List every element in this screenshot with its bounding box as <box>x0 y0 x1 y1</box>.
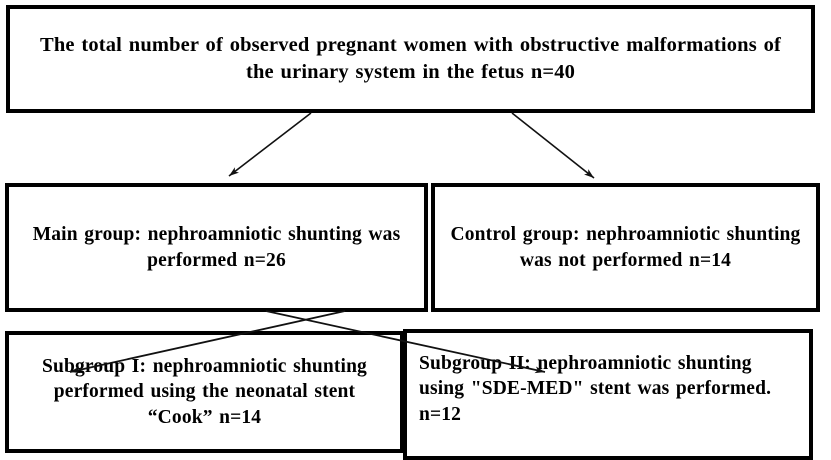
node-control-group: Control group: nephroamniotic shunting w… <box>431 183 820 312</box>
node-main-group: Main group: nephroamniotic shunting was … <box>5 183 428 312</box>
node-main-group-label: Main group: nephroamniotic shunting was … <box>32 224 401 271</box>
node-total-observed: The total number of observed pregnant wo… <box>6 5 815 113</box>
node-subgroup-one: Subgroup I: nephroamniotic shunting perf… <box>5 331 404 453</box>
edge-total-to-control-group <box>511 112 595 179</box>
node-total-label: The total number of observed pregnant wo… <box>40 34 781 83</box>
node-subgroup-two: Subgroup II: nephroamniotic shunting usi… <box>403 329 813 460</box>
node-subgroup-one-label: Subgroup I: nephroamniotic shunting perf… <box>42 355 367 428</box>
edge-total-to-main-group <box>228 112 312 177</box>
node-subgroup-two-label: Subgroup II: nephroamniotic shunting usi… <box>419 353 772 425</box>
node-control-group-label: Control group: nephroamniotic shunting w… <box>450 224 801 271</box>
